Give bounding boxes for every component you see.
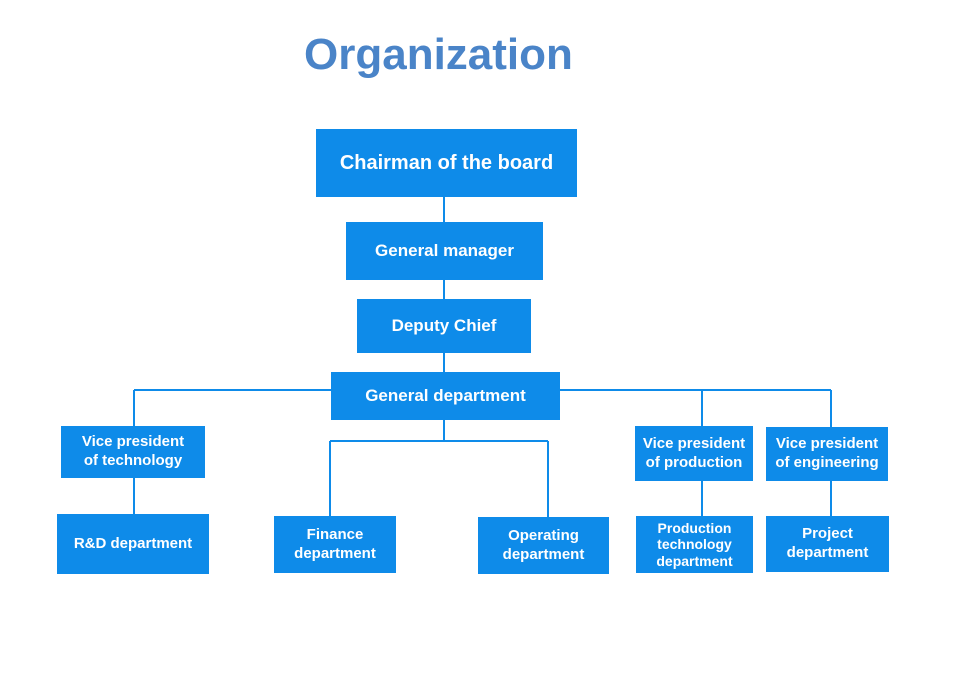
production-technology-department-box: Production technology department bbox=[636, 516, 753, 573]
vp-production-box: Vice president of production bbox=[635, 426, 753, 481]
rd-department-box: R&D department bbox=[57, 514, 209, 574]
operating-department-box: Operating department bbox=[478, 517, 609, 574]
vp-engineering-box: Vice president of engineering bbox=[766, 427, 888, 481]
deputy-chief-box: Deputy Chief bbox=[357, 299, 531, 353]
vp-technology-box: Vice president of technology bbox=[61, 426, 205, 478]
general-department-box: General department bbox=[331, 372, 560, 420]
finance-department-box: Finance department bbox=[274, 516, 396, 573]
diagram-title: Organization bbox=[304, 30, 573, 79]
chairman-box: Chairman of the board bbox=[316, 129, 577, 197]
project-department-box: Project department bbox=[766, 516, 889, 572]
general-manager-box: General manager bbox=[346, 222, 543, 280]
